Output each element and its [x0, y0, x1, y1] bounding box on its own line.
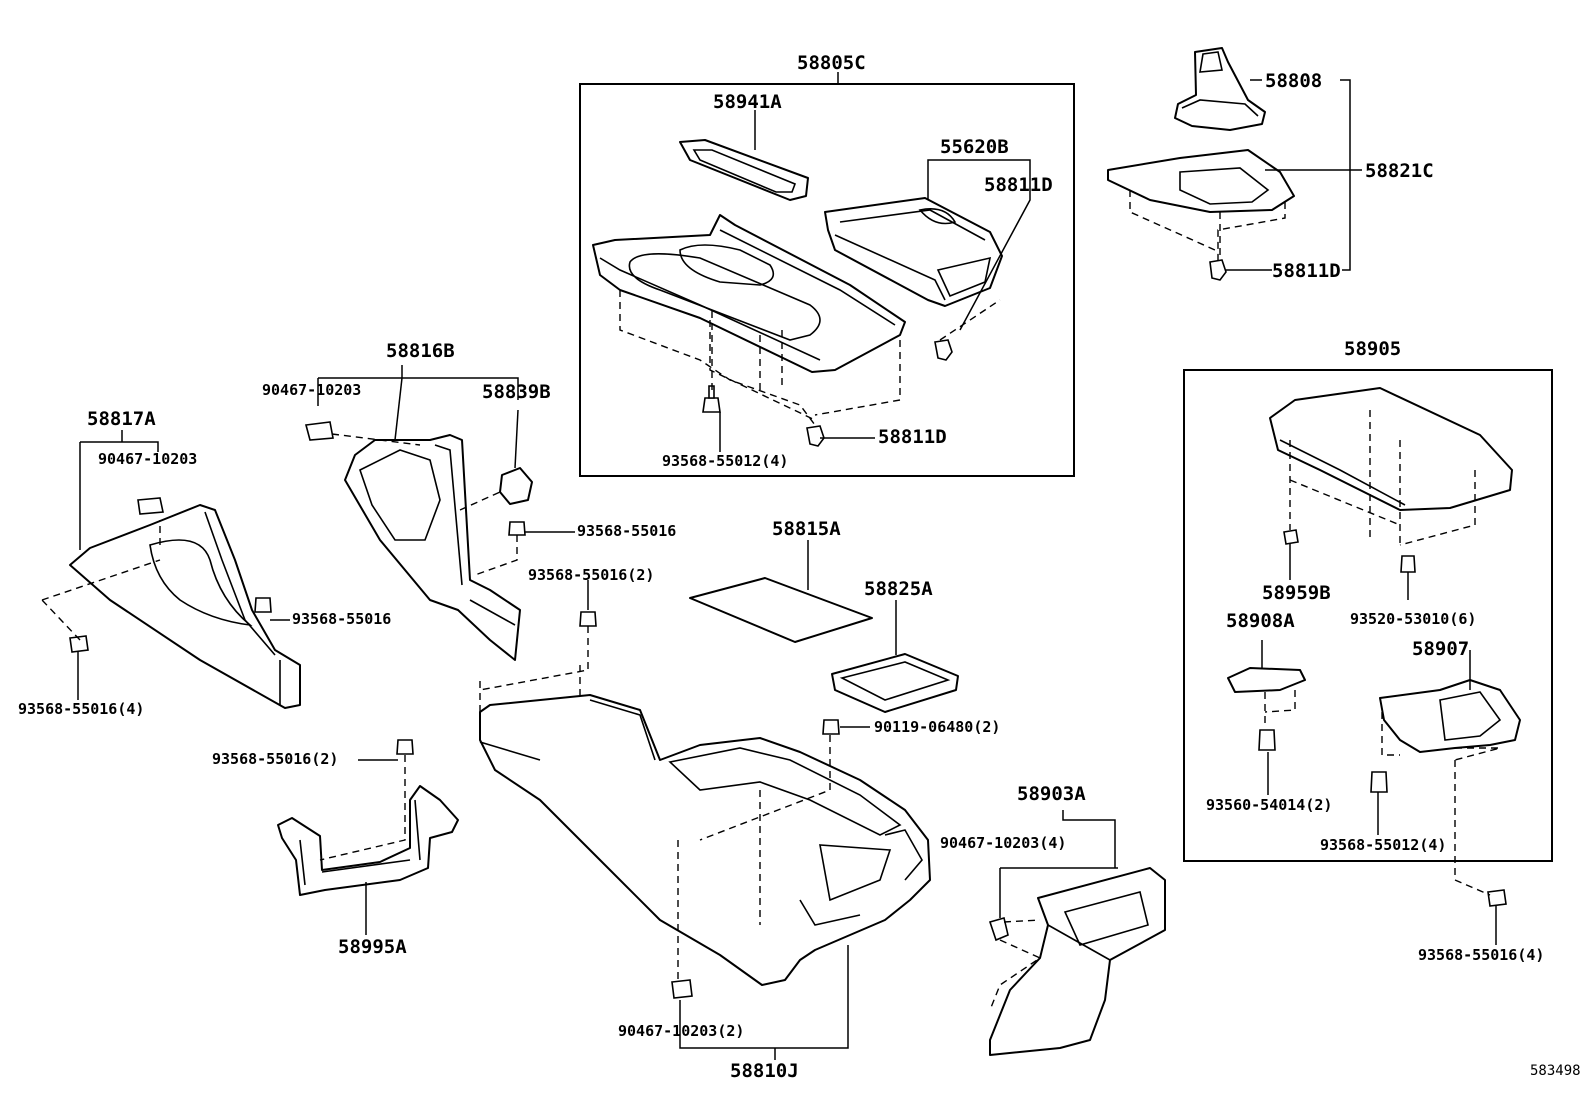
part-58808-shift-boot [1174, 47, 1266, 131]
label-93568-55016-b: 93568-55016 [292, 610, 392, 628]
part-58995a-bracket [277, 785, 459, 896]
label-93520-53010-6: 93520-53010(6) [1350, 610, 1477, 628]
label-93560-54014-2: 93560-54014(2) [1206, 796, 1333, 814]
part-58817a-panel [69, 504, 301, 709]
label-58816b: 58816B [386, 340, 455, 362]
part-armrest-lid [1269, 387, 1513, 511]
label-58811d-top: 58811D [984, 174, 1053, 196]
screw-93560-54014 [1258, 729, 1276, 751]
label-58808: 58808 [1265, 70, 1323, 92]
group-box-58905 [1183, 369, 1553, 862]
screw-90119-06480 [822, 719, 840, 735]
label-90467-10203-4: 90467-10203(4) [940, 834, 1067, 852]
label-58839b: 58839B [482, 381, 551, 403]
screw-93568-55012 [702, 385, 721, 413]
label-90119-06480-2: 90119-06480(2) [874, 718, 1001, 736]
diagram-id: 583498 [1530, 1063, 1581, 1079]
screw-93568-55016-4a [69, 635, 89, 653]
part-58815a-mat [689, 577, 873, 643]
label-58903a: 58903A [1017, 783, 1086, 805]
label-58821c: 58821C [1365, 160, 1434, 182]
label-58908a: 58908A [1226, 610, 1295, 632]
label-93568-55016-4b: 93568-55016(4) [1418, 946, 1545, 964]
screw-93568-55016-4b [1487, 889, 1507, 907]
label-93568-55016-a: 93568-55016 [577, 522, 677, 540]
label-58825a: 58825A [864, 578, 933, 600]
label-55620b: 55620B [940, 136, 1009, 158]
screw-93520-53010 [1400, 555, 1416, 573]
part-58941a-tray [679, 139, 809, 201]
screw-93568-55012-b [1370, 771, 1388, 793]
screw-93568-55016-2a [396, 739, 414, 755]
part-58821c-bezel [1107, 149, 1295, 213]
label-58995a: 58995A [338, 936, 407, 958]
label-93568-55016-4a: 93568-55016(4) [18, 700, 145, 718]
clip-58811d-c [1209, 259, 1227, 281]
screw-93568-55016-b [254, 597, 272, 613]
label-93568-55016-2a: 93568-55016(2) [212, 750, 339, 768]
part-58810j-console [479, 694, 931, 986]
clip-90467-10203-b [137, 497, 164, 515]
label-58941a: 58941A [713, 91, 782, 113]
label-90467-10203-2: 90467-10203(2) [618, 1022, 745, 1040]
label-58805c: 58805C [797, 52, 866, 74]
label-58815a: 58815A [772, 518, 841, 540]
screw-93568-55016-a [508, 521, 526, 536]
label-58959b: 58959B [1262, 582, 1331, 604]
label-58817a: 58817A [87, 408, 156, 430]
screw-93568-55016-2b [579, 611, 597, 627]
label-93568-55012-4a: 93568-55012(4) [662, 452, 789, 470]
part-58903a-panel [989, 867, 1166, 1056]
screw-58959b [1283, 529, 1299, 545]
label-58810j: 58810J [730, 1060, 799, 1082]
label-58907: 58907 [1412, 638, 1470, 660]
group-box-58805c [579, 83, 1075, 477]
part-58825a-box [831, 653, 959, 713]
label-93568-55016-2b: 93568-55016(2) [528, 566, 655, 584]
label-58811d-mid: 58811D [878, 426, 947, 448]
part-58908a-bracket [1227, 667, 1306, 693]
clip-90467-10203-4 [988, 917, 1009, 942]
label-58811d-right: 58811D [1272, 260, 1341, 282]
label-90467-10203-a: 90467-10203 [262, 381, 362, 399]
label-90467-10203-b: 90467-10203 [98, 450, 198, 468]
clip-58811d-b [806, 425, 825, 447]
label-93568-55012-4b: 93568-55012(4) [1320, 836, 1447, 854]
clip-58811d-a [934, 339, 953, 361]
part-58816b-panel [344, 434, 521, 661]
part-58907-lock [1379, 679, 1521, 753]
label-58905: 58905 [1344, 338, 1402, 360]
part-58839b-clip [499, 467, 533, 505]
part-58805c-upper-panel [592, 214, 906, 373]
clip-90467-10203-2 [671, 979, 693, 999]
clip-90467-10203-a [304, 421, 334, 441]
